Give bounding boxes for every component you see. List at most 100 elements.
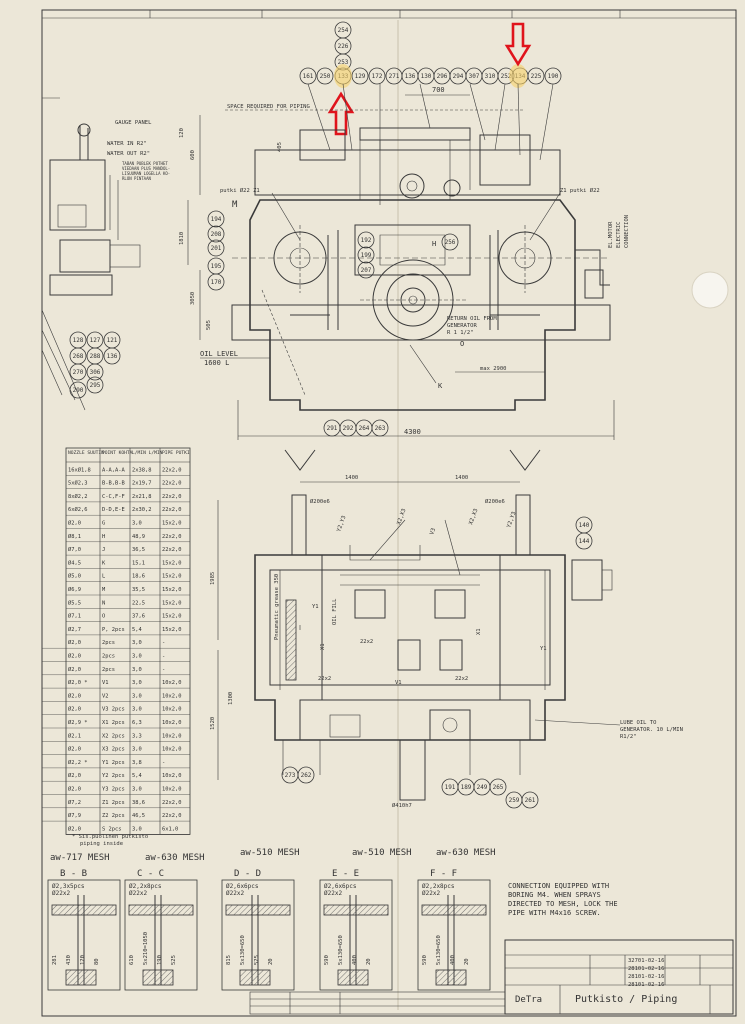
balloon-265: 265 bbox=[489, 778, 507, 796]
table-cell: 15x2,0 bbox=[162, 560, 181, 566]
table-cell: 5xØ2,3 bbox=[68, 480, 87, 487]
balloon-136: 136 bbox=[103, 347, 121, 365]
svg-text:Ø2,6x6pcs: Ø2,6x6pcs bbox=[226, 883, 259, 890]
table-cell: 15x2,0 bbox=[162, 600, 181, 606]
table-cell: Ø2,0 bbox=[68, 706, 81, 713]
max-2900: max 2900 bbox=[480, 366, 507, 372]
return-oil-1: RETURN OIL FROM bbox=[447, 316, 497, 322]
svg-text:120: 120 bbox=[80, 955, 86, 965]
letter-o: O bbox=[460, 340, 464, 348]
return-oil-2: GENERATOR bbox=[447, 323, 477, 329]
table-cell: 3,0 bbox=[132, 654, 142, 660]
punch-hole bbox=[691, 271, 729, 309]
dim-1400-left: 1400 bbox=[345, 475, 358, 481]
balloon-225: 225 bbox=[527, 67, 545, 85]
table-cell: O bbox=[102, 614, 105, 620]
left-partial-view: GAUGE PANEL WATER IN R2" WATER OUT R2" T… bbox=[41, 97, 170, 411]
svg-text:253: 253 bbox=[338, 59, 349, 66]
balloon-189: 189 bbox=[457, 778, 475, 796]
balloon-170: 170 bbox=[207, 273, 225, 291]
svg-text:190: 190 bbox=[157, 955, 163, 965]
finnish-note-3: LISUUMAN LOGELLA KO- bbox=[122, 171, 170, 176]
svg-text:252: 252 bbox=[501, 73, 512, 80]
table-cell: 10x2,0 bbox=[162, 787, 181, 793]
svg-text:BORING M4. WHEN SPRAYS: BORING M4. WHEN SPRAYS bbox=[508, 891, 601, 899]
plan-view: 1400 1400 Ø200e6 Ø200e6 Pneumatic grease… bbox=[210, 449, 683, 809]
balloon-207: 207 bbox=[357, 261, 375, 279]
svg-text:610: 610 bbox=[129, 955, 135, 965]
sheet-border bbox=[41, 9, 737, 1017]
table-cell: A-A,A-A bbox=[102, 467, 125, 473]
table-cell: Ø7,2 bbox=[68, 799, 81, 806]
table-cell: Ø2,1 bbox=[68, 732, 81, 739]
balloon-136: 136 bbox=[401, 67, 419, 85]
oil-level-2: 1600 L bbox=[204, 359, 229, 367]
table-cell: Ø2,0 bbox=[68, 772, 81, 779]
finnish-note-2: VIEDAAN PLUS MANDOL- bbox=[122, 166, 170, 171]
table-cell: P, 2pcs bbox=[102, 627, 125, 633]
dim-600: 600 bbox=[190, 150, 196, 160]
svg-text:D - D: D - D bbox=[234, 869, 261, 879]
table-cell: C-C,F-F bbox=[102, 494, 125, 500]
balloon-290: 290 bbox=[69, 381, 87, 399]
table-cell: 10x2,0 bbox=[162, 773, 181, 779]
svg-text:Ø2,6x6pcs: Ø2,6x6pcs bbox=[324, 883, 357, 890]
table-cell: 3,0 bbox=[132, 640, 142, 646]
dim-505: 505 bbox=[206, 320, 212, 330]
table-header-1: POINT KOHTA bbox=[102, 450, 133, 456]
dim-4300: 4300 bbox=[404, 428, 421, 436]
title-block: DeTra Putkisto / Piping 32701-02-16 2810… bbox=[249, 939, 734, 1015]
dim-120: 120 bbox=[179, 128, 185, 138]
space-note: SPACE REQUIRED FOR PIPING bbox=[227, 104, 310, 110]
table-cell: Z1 2pcs bbox=[102, 800, 125, 806]
plan-y2y3-left: Y2,Y3 bbox=[336, 515, 347, 533]
svg-text:20: 20 bbox=[464, 958, 470, 965]
table-cell: 22x2,0 bbox=[162, 800, 181, 806]
balloon-263: 263 bbox=[371, 419, 389, 437]
svg-text:121: 121 bbox=[107, 337, 118, 344]
svg-text:201: 201 bbox=[211, 245, 222, 252]
balloon-262: 262 bbox=[297, 766, 315, 784]
svg-text:Ø2,3x5pcs: Ø2,3x5pcs bbox=[52, 883, 85, 890]
svg-text:199: 199 bbox=[361, 252, 372, 259]
svg-text:264: 264 bbox=[359, 425, 370, 432]
svg-text:225: 225 bbox=[531, 73, 542, 80]
table-cell: - bbox=[162, 654, 165, 660]
dim-1400-right: 1400 bbox=[455, 475, 468, 481]
balloon-256: 256 bbox=[441, 233, 459, 251]
table-cell: 3,0 bbox=[132, 747, 142, 753]
plan-y1-right: Y1 bbox=[540, 646, 547, 652]
balloon-226: 226 bbox=[334, 37, 352, 55]
svg-text:Ø2,2x8pcs: Ø2,2x8pcs bbox=[129, 883, 162, 890]
svg-text:590: 590 bbox=[422, 955, 428, 965]
svg-text:207: 207 bbox=[361, 267, 372, 274]
table-cell: 15x2,0 bbox=[162, 614, 181, 620]
table-cell: 22,5 bbox=[132, 600, 145, 606]
plan-oil-fill: OIL FILL bbox=[332, 598, 338, 625]
table-cell: Ø7,1 bbox=[68, 613, 81, 620]
table-cell: Y1 2pcs bbox=[102, 760, 125, 766]
svg-text:288: 288 bbox=[90, 353, 101, 360]
table-cell: Z2 2pcs bbox=[102, 813, 125, 819]
table-cell: G bbox=[102, 521, 105, 527]
svg-text:Ø22x2: Ø22x2 bbox=[422, 890, 440, 897]
svg-text:5x210=1050: 5x210=1050 bbox=[143, 932, 149, 965]
side-view: 700 SPACE REQUIRED FOR PIPING bbox=[179, 86, 630, 440]
balloon-199: 199 bbox=[357, 246, 375, 264]
water-out: WATER OUT R2" bbox=[107, 151, 150, 157]
balloon-268: 268 bbox=[69, 347, 87, 365]
svg-text:5x130=650: 5x130=650 bbox=[338, 935, 344, 965]
